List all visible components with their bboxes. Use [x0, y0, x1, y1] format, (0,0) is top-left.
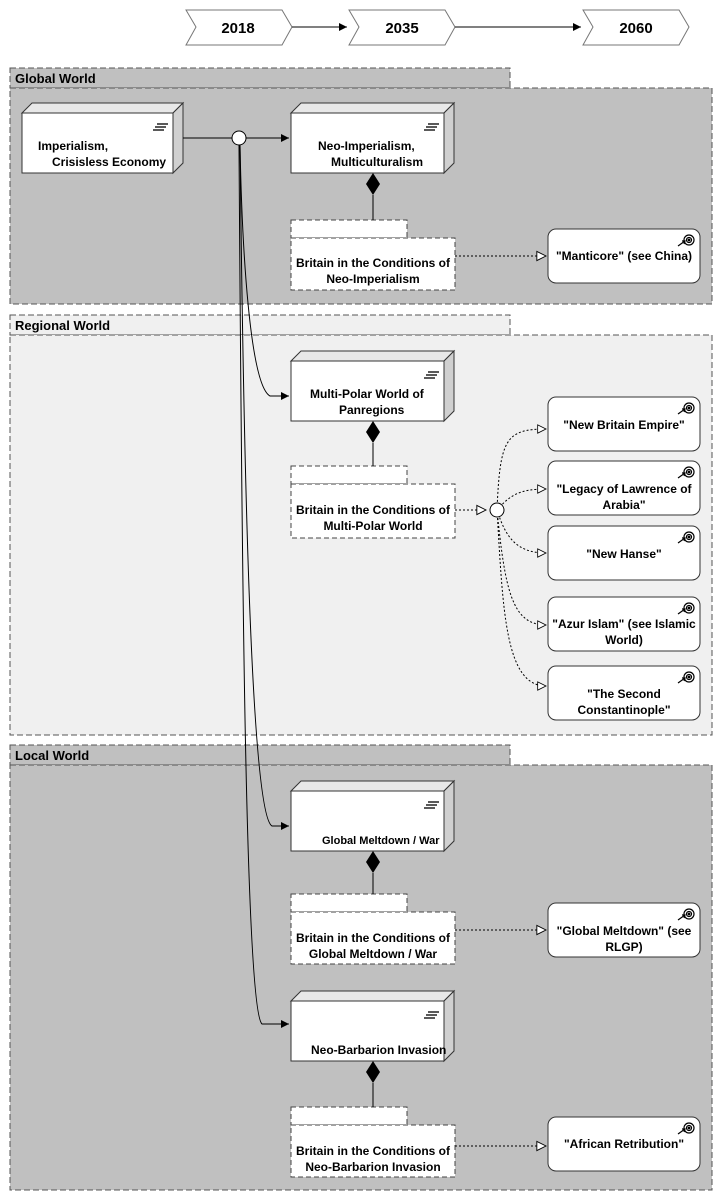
- scenario-label: "Global Meltdown" (see: [557, 924, 692, 938]
- target-icon: [677, 466, 695, 479]
- flow-links: [183, 134, 289, 1028]
- britain-label: Global Meltdown / War: [309, 947, 438, 961]
- timeline-year: 2035: [385, 20, 418, 37]
- scenario-constantinople[interactable]: "The Second Constantinople": [547, 665, 701, 721]
- scenario-label: "New Britain Empire": [563, 418, 684, 432]
- timeline: 2018 2035 2060: [185, 9, 690, 46]
- britain-meltdown[interactable]: Britain in the Conditions of Global Melt…: [290, 893, 456, 965]
- node-meltdown[interactable]: Global Meltdown / War: [289, 779, 456, 853]
- node-multipolar[interactable]: Multi-Polar World of Panregions: [289, 349, 456, 423]
- britain-label: Britain in the Conditions of: [296, 256, 451, 270]
- britain-label: Britain in the Conditions of: [296, 931, 451, 945]
- scenario-azur-islam[interactable]: "Azur Islam" (see Islamic World): [547, 596, 701, 652]
- britain-neo-imperialism[interactable]: Britain in the Conditions of Neo-Imperia…: [290, 219, 456, 291]
- scenario-label: "New Hanse": [586, 547, 661, 561]
- node-label: Multi-Polar World of: [310, 387, 425, 401]
- node-label: Multiculturalism: [331, 155, 423, 169]
- node-label: Neo-Barbarion Invasion: [311, 1043, 446, 1057]
- node-label: Panregions: [339, 403, 405, 417]
- britain-label: Multi-Polar World: [323, 519, 422, 533]
- scenario-lawrence[interactable]: "Legacy of Lawrence of Arabia": [547, 460, 701, 516]
- timeline-year: 2060: [619, 20, 652, 37]
- node-label: Crisisless Economy: [52, 155, 166, 169]
- scenario-label: World): [605, 633, 643, 647]
- timeline-year: 2018: [221, 20, 254, 37]
- scenario-label: "Legacy of Lawrence of: [556, 482, 692, 496]
- realization-links: [455, 256, 546, 1146]
- group-title: Regional World: [15, 318, 110, 333]
- target-icon: [677, 234, 695, 247]
- node-label: Global Meltdown / War: [322, 835, 440, 847]
- composition-diamond: [366, 1061, 380, 1083]
- britain-label: Britain in the Conditions of: [296, 503, 451, 517]
- group-title: Global World: [15, 71, 96, 86]
- composition-diamond: [366, 851, 380, 873]
- scenario-label: Constantinople": [577, 703, 670, 717]
- scenario-label: Arabia": [602, 498, 645, 512]
- scenario-label: "The Second: [587, 687, 661, 701]
- target-icon: [677, 602, 695, 615]
- node-menu-icon: [153, 123, 168, 131]
- britain-label: Neo-Imperialism: [326, 272, 419, 286]
- scenario-global-meltdown[interactable]: "Global Meltdown" (see RLGP): [547, 902, 701, 958]
- node-label: Neo-Imperialism,: [318, 139, 415, 153]
- group-title: Local World: [15, 748, 89, 763]
- britain-label: Neo-Barbarion Invasion: [305, 1160, 440, 1174]
- node-menu-icon: [424, 123, 439, 131]
- target-icon: [677, 1122, 695, 1135]
- timeline-chevron-2018: [185, 9, 293, 46]
- junction-node: [231, 130, 247, 146]
- node-imperialism[interactable]: Imperialism, Crisisless Economy: [20, 101, 185, 175]
- target-icon: [677, 908, 695, 921]
- composition-links: [366, 173, 380, 1107]
- node-label: Imperialism,: [38, 139, 108, 153]
- scenario-new-britain-empire[interactable]: "New Britain Empire": [547, 396, 701, 452]
- scenario-manticore[interactable]: "Manticore" (see China): [547, 228, 701, 284]
- scenario-split-node: [489, 502, 505, 518]
- node-barbarion[interactable]: Neo-Barbarion Invasion: [289, 989, 456, 1063]
- node-menu-icon: [424, 371, 439, 379]
- scenario-label: "Azur Islam" (see Islamic: [552, 617, 696, 631]
- target-icon: [677, 531, 695, 544]
- target-icon: [677, 402, 695, 415]
- scenario-label: "Manticore" (see China): [556, 249, 692, 263]
- scenario-african-retribution[interactable]: "African Retribution": [547, 1116, 701, 1172]
- composition-diamond: [366, 173, 380, 195]
- scenario-new-hanse[interactable]: "New Hanse": [547, 525, 701, 581]
- node-menu-icon: [424, 801, 439, 809]
- scenario-label: "African Retribution": [564, 1137, 684, 1151]
- target-icon: [677, 671, 695, 684]
- scenario-label: RLGP): [605, 940, 642, 954]
- node-neo-imperialism[interactable]: Neo-Imperialism, Multiculturalism: [289, 101, 456, 175]
- britain-multipolar[interactable]: Britain in the Conditions of Multi-Polar…: [290, 465, 456, 539]
- britain-label: Britain in the Conditions of: [296, 1144, 451, 1158]
- britain-barbarion[interactable]: Britain in the Conditions of Neo-Barbari…: [290, 1106, 456, 1178]
- node-menu-icon: [424, 1011, 439, 1019]
- goal-icons: [677, 234, 695, 1135]
- composition-diamond: [366, 421, 380, 443]
- timeline-chevron-2035: [348, 9, 456, 46]
- timeline-chevron-2060: [582, 9, 690, 46]
